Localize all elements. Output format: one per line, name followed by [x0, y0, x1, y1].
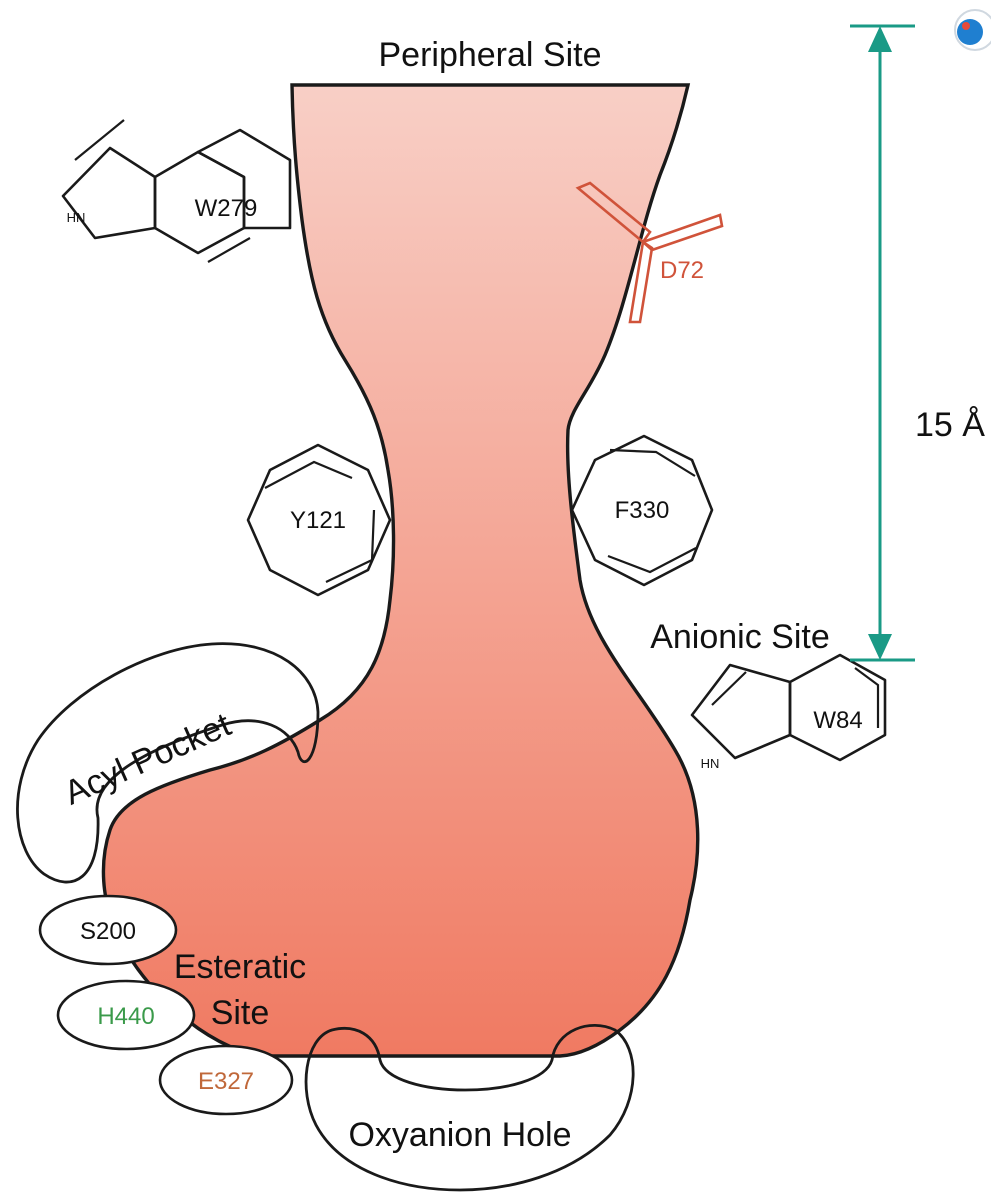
y121-benzene-icon: [246, 443, 392, 597]
arrow-down-icon: [868, 634, 892, 660]
gorge-cavity: [101, 83, 700, 1058]
arrow-up-icon: [868, 26, 892, 52]
acyl-pocket-outline: [16, 642, 320, 884]
e327-ellipse: [158, 1044, 294, 1116]
anionic-site-label: Anionic Site: [650, 618, 830, 656]
w279-hn-label: HN: [67, 210, 86, 225]
w84-label: W84: [813, 707, 862, 734]
corner-logo-icon: [954, 9, 991, 51]
distance-label: 15 Å: [915, 406, 985, 444]
s200-ellipse: [38, 894, 178, 966]
esteratic-label-line2: Site: [211, 994, 270, 1032]
f330-benzene-icon: [570, 434, 714, 587]
d72-carboxylate-icon: [575, 181, 724, 324]
h440-label: H440: [97, 1003, 154, 1030]
peripheral-site-label: Peripheral Site: [378, 36, 601, 74]
esteratic-label-line1: Esteratic: [174, 948, 306, 986]
w279-indole-icon: [61, 119, 292, 263]
w279-label: W279: [195, 195, 258, 222]
oxyanion-hole-outline: [304, 1024, 635, 1192]
s200-label: S200: [80, 918, 136, 945]
oxyanion-hole-label: Oxyanion Hole: [348, 1116, 571, 1154]
h440-ellipse: [56, 979, 196, 1051]
f330-label: F330: [615, 497, 670, 524]
y121-label: Y121: [290, 507, 346, 534]
w84-hn-label: HN: [701, 756, 720, 771]
d72-label: D72: [660, 257, 704, 284]
distance-measure: [850, 24, 915, 662]
e327-label: E327: [198, 1068, 254, 1095]
w84-indole-icon: [690, 653, 887, 762]
